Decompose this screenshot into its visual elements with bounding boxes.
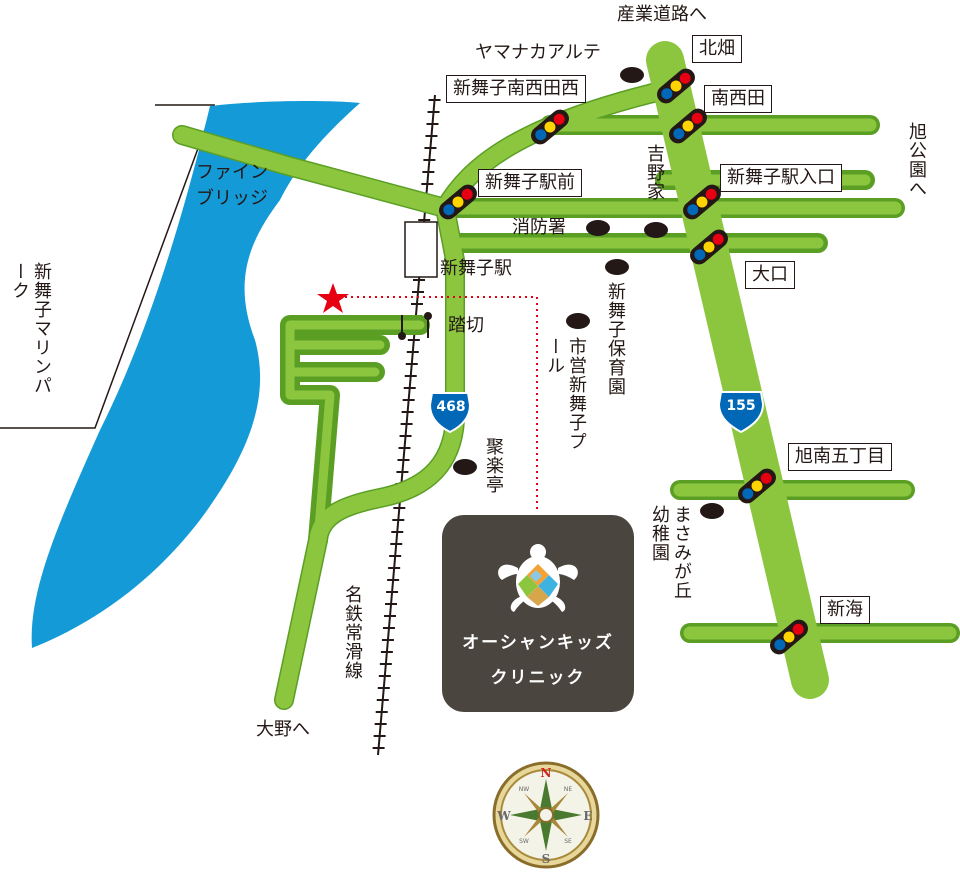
route-468-sign — [428, 392, 472, 434]
direction-sangyo: 産業道路へ — [617, 4, 707, 25]
crossing-signal — [398, 312, 432, 340]
crossing-label: 踏切 — [448, 315, 484, 336]
intersection-oguchi: 大口 — [745, 261, 795, 289]
landmark-yamanaka: ヤマナカアルテ — [475, 42, 601, 63]
station-marker-star — [317, 283, 349, 313]
direction-asahi-park: 旭公園へ — [906, 122, 927, 198]
landmark-dots — [453, 67, 724, 519]
intersection-station-front: 新舞子駅前 — [478, 169, 582, 197]
traffic-light-icon — [439, 184, 477, 220]
direction-ono: 大野へ — [256, 719, 310, 740]
river — [31, 101, 360, 649]
traffic-light-icon — [531, 109, 569, 145]
landmark-kindergarten: まさみが丘幼稚園 — [649, 505, 692, 600]
intersection-asahi-minami-5: 旭南五丁目 — [788, 443, 892, 471]
traffic-light-icon — [690, 229, 728, 265]
marine-park-label: 新舞子マリンパーク — [9, 262, 52, 395]
compass-west: W — [496, 809, 511, 823]
compass-east: E — [583, 809, 592, 823]
landmark-nursery: 新舞子保育園 — [605, 282, 626, 396]
intersection-minami-nishida: 南西田 — [704, 85, 772, 113]
compass-se: SE — [564, 838, 572, 845]
traffic-light-icon — [738, 468, 776, 504]
route-155-label: 155 — [726, 398, 756, 414]
landmark-shurakutei: 聚楽亭 — [483, 437, 504, 494]
intersection-station-entrance: 新舞子駅入口 — [720, 164, 842, 192]
fine-bridge-label-1: ファイン — [196, 162, 268, 183]
station-label: 新舞子駅 — [440, 258, 512, 279]
landmark-yoshinoya: 吉野家 — [644, 144, 665, 201]
turtle-logo-icon — [498, 544, 578, 612]
clinic-name-line2: クリニック — [490, 668, 586, 688]
intersection-shinkai: 新海 — [820, 596, 870, 624]
clinic-building — [442, 515, 634, 712]
compass-sw: SW — [519, 838, 529, 845]
compass-south: S — [542, 852, 551, 866]
traffic-signals — [439, 68, 808, 655]
station-building — [404, 221, 438, 278]
compass-icon: N S E W NE NW SE SW — [492, 761, 600, 869]
coastline-outline — [0, 104, 216, 429]
traffic-light-icon — [683, 184, 721, 220]
route-468-label: 468 — [436, 399, 466, 415]
intersection-kitabata: 北畑 — [692, 35, 742, 63]
landmark-fire-station: 消防署 — [512, 217, 566, 238]
route-155-sign — [717, 391, 765, 434]
intersection-minami-nishida-nishi: 新舞子南西田西 — [446, 75, 586, 103]
fine-bridge-label-2: ブリッジ — [196, 188, 268, 209]
traffic-light-icon — [669, 108, 707, 144]
railway-line-label: 名鉄常滑線 — [342, 585, 363, 680]
compass-ne: NE — [564, 786, 572, 793]
dotted-route-line — [345, 296, 538, 512]
traffic-light-icon — [770, 619, 808, 655]
landmark-pool: 市営新舞子プール — [544, 337, 587, 451]
clinic-name-line1: オーシャンキッズ — [462, 633, 614, 653]
compass-north: N — [541, 766, 552, 780]
compass-nw: NW — [519, 786, 529, 793]
traffic-light-icon — [657, 68, 695, 104]
